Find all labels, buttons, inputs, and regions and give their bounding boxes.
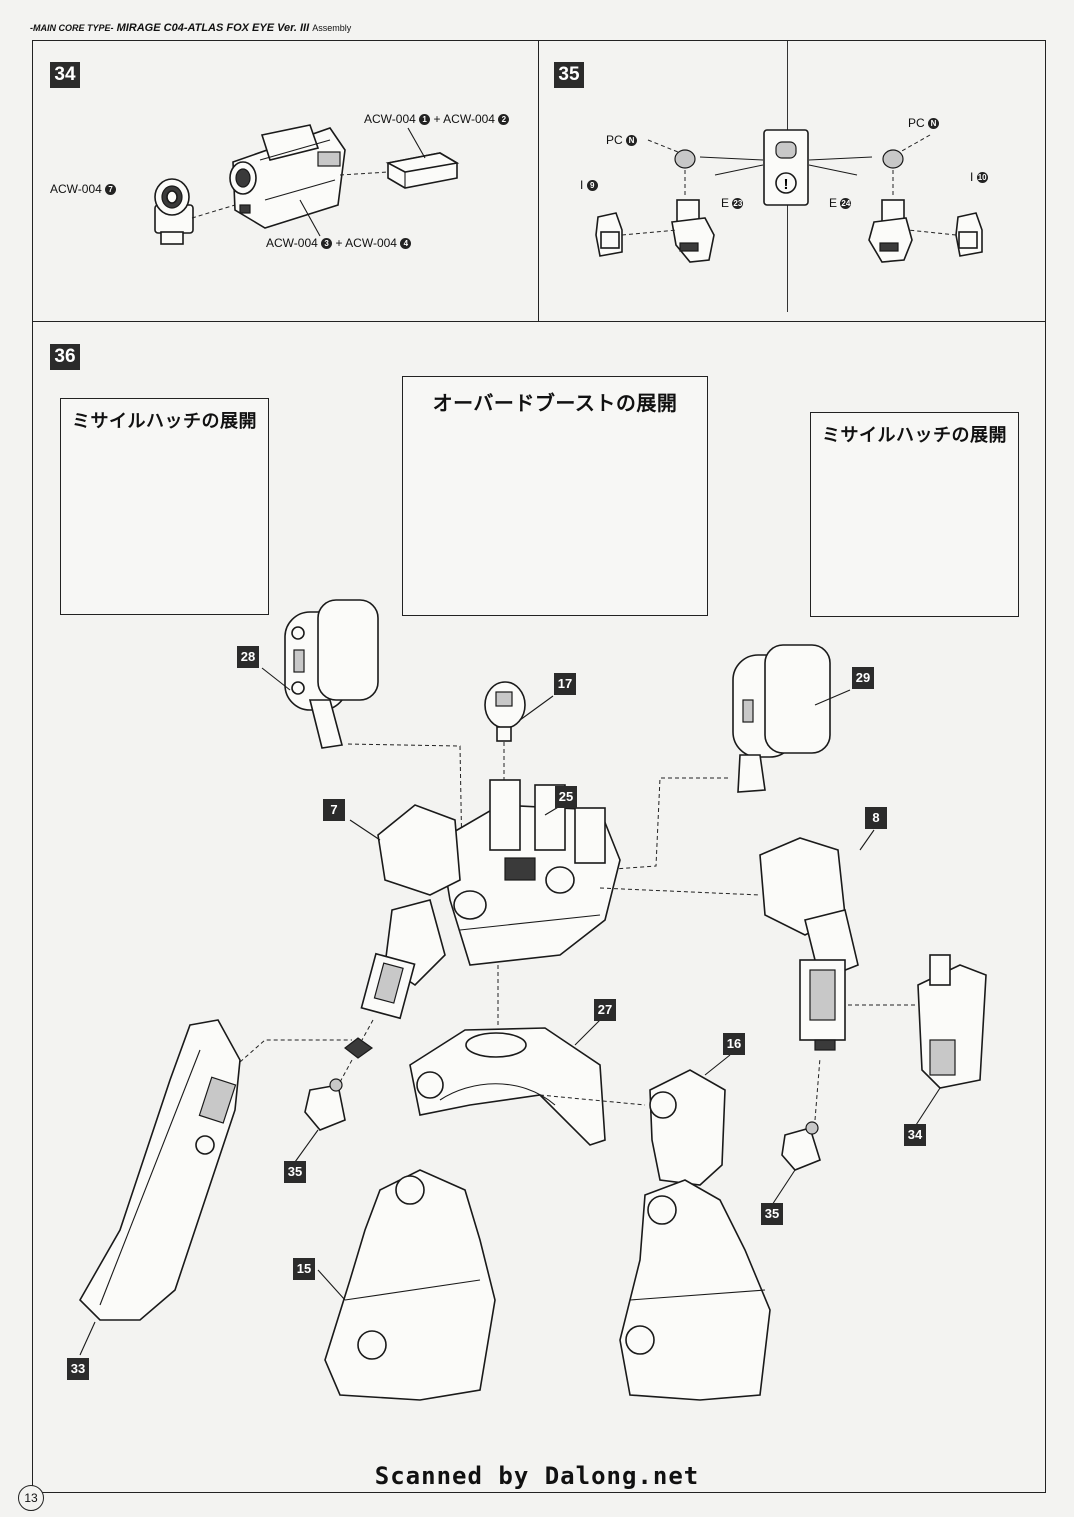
part-33-rifle bbox=[79, 1019, 241, 1321]
step-34-number: 34 bbox=[50, 62, 80, 88]
mount-part-right bbox=[907, 212, 983, 257]
step-36-panel bbox=[32, 321, 1046, 1493]
camera-body-part bbox=[229, 124, 346, 229]
part-tag-17: 17 bbox=[554, 673, 576, 695]
header-prefix: -MAIN CORE TYPE- bbox=[30, 23, 114, 33]
part-28-pod bbox=[284, 599, 379, 749]
header-version: III bbox=[299, 22, 310, 34]
step-35-label-pc-right: PC N bbox=[908, 116, 940, 130]
step-34-label-left: ACW-004 7 bbox=[50, 182, 117, 196]
pc-joint-right bbox=[882, 134, 931, 195]
header-title: MIRAGE C04-ATLAS FOX EYE Ver. bbox=[116, 22, 300, 34]
part-tag-28: 28 bbox=[237, 646, 259, 668]
header-suffix: Assembly bbox=[312, 23, 352, 33]
page-header: -MAIN CORE TYPE- MIRAGE C04-ATLAS FOX EY… bbox=[30, 22, 351, 34]
step-35-label-i-left: I 9 bbox=[580, 178, 598, 192]
part-16-thigh bbox=[649, 1069, 726, 1186]
part-17-head bbox=[484, 681, 526, 810]
part-tag-27: 27 bbox=[594, 999, 616, 1021]
joint-part-right bbox=[868, 199, 913, 263]
part-tag-16: 16 bbox=[723, 1033, 745, 1055]
step-35-label-i-right: I 10 bbox=[970, 170, 988, 184]
part-7-arm bbox=[360, 804, 461, 1020]
part-tag-29: 29 bbox=[852, 667, 874, 689]
part-tag-34: 34 bbox=[904, 1124, 926, 1146]
part-15-leg bbox=[324, 1169, 496, 1401]
part-tag-33: 33 bbox=[67, 1358, 89, 1380]
step-36-number: 36 bbox=[50, 344, 80, 370]
part-34-camera bbox=[917, 954, 987, 1089]
armor-block-part bbox=[385, 152, 460, 189]
part-8-arm bbox=[759, 837, 859, 1051]
pc-joint-left bbox=[647, 139, 696, 195]
step-35-number: 35 bbox=[554, 62, 584, 88]
step-35-label-e-left: E 23 bbox=[721, 196, 744, 210]
caution-icon: ! bbox=[763, 129, 809, 206]
step-35-label-e-right: E 24 bbox=[829, 196, 852, 210]
inset-overboost: オーバードブーストの展開 bbox=[402, 376, 708, 616]
sensor-ring-part bbox=[154, 178, 194, 245]
svg-text:!: ! bbox=[784, 176, 789, 193]
part-tag-25: 25 bbox=[555, 786, 577, 808]
part-tag-8: 8 bbox=[865, 807, 887, 829]
part-35-hand-right bbox=[781, 1057, 821, 1171]
mount-part-left bbox=[595, 212, 678, 257]
inset-missile-hatch-right: ミサイルハッチの展開 bbox=[810, 412, 1019, 617]
step-34-label-top: ACW-004 1 + ACW-004 2 bbox=[364, 112, 510, 126]
part-tag-35-left: 35 bbox=[284, 1161, 306, 1183]
joint-part-left bbox=[671, 199, 715, 263]
part-tag-15: 15 bbox=[293, 1258, 315, 1280]
step-35-label-pc-left: PC N bbox=[606, 133, 638, 147]
part-tag-7: 7 bbox=[323, 799, 345, 821]
part-25-torso bbox=[439, 779, 621, 966]
inset-missile-hatch-left: ミサイルハッチの展開 bbox=[60, 398, 269, 615]
inset-center-title: オーバードブーストの展開 bbox=[432, 391, 678, 415]
step-34-label-bottom: ACW-004 3 + ACW-004 4 bbox=[266, 236, 412, 250]
part-tag-35-right: 35 bbox=[761, 1203, 783, 1225]
scan-credit: Scanned by Dalong.net bbox=[374, 1462, 700, 1490]
inset-left-title: ミサイルハッチの展開 bbox=[72, 411, 257, 432]
page-number: 13 bbox=[18, 1485, 44, 1511]
part-27-waist bbox=[409, 1027, 606, 1146]
part-29-pod bbox=[732, 644, 831, 793]
part-16-leg bbox=[619, 1179, 771, 1401]
part-35-hand-left bbox=[304, 1037, 374, 1131]
inset-right-title: ミサイルハッチの展開 bbox=[822, 425, 1007, 446]
